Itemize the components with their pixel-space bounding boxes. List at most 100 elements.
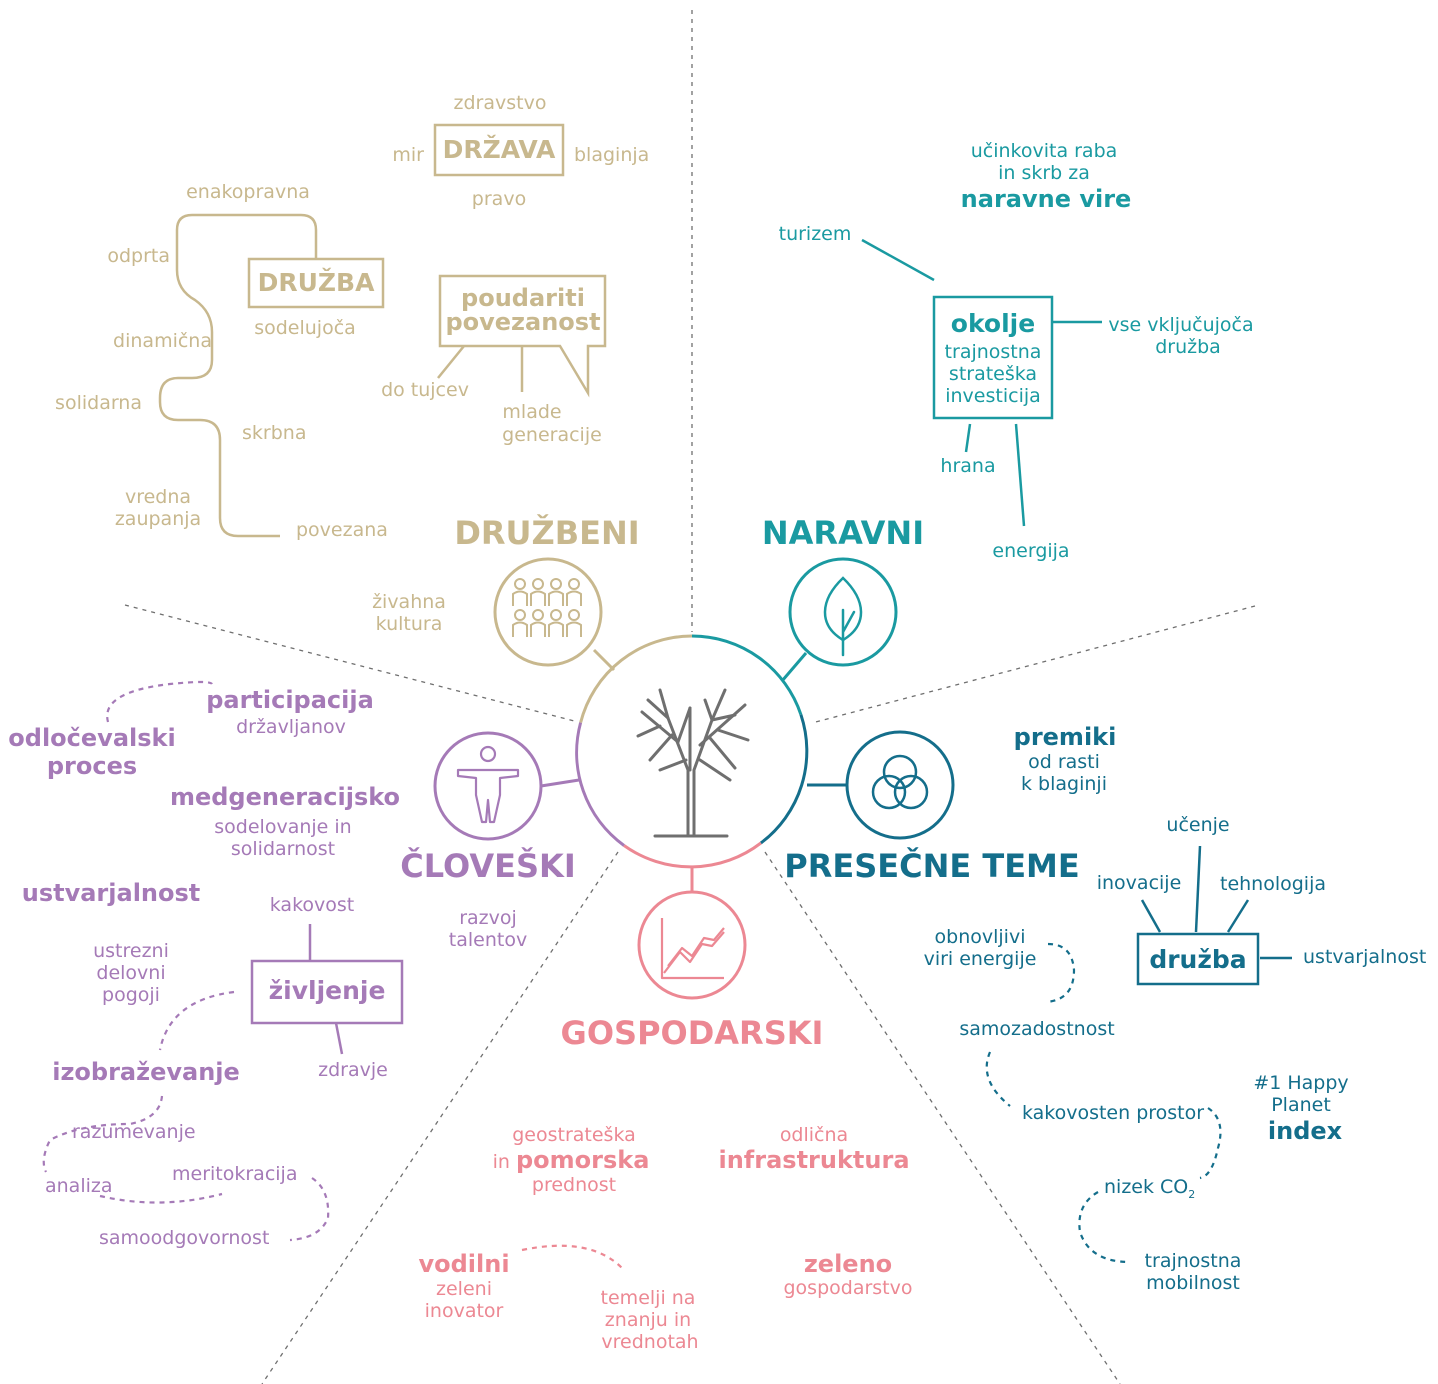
druzba-navy-box: [1136, 932, 1260, 986]
participacija-bold: participacija: [206, 686, 374, 714]
okolje-box: [932, 295, 1054, 420]
temelji-line2: znanju in: [604, 1309, 692, 1331]
adjective-chain-line: [158, 213, 318, 538]
adj-zaupanja: zaupanja: [114, 508, 202, 530]
cloveski-circle: [433, 731, 543, 841]
tree-icon: [636, 688, 750, 838]
gospodarski-title: GOSPODARSKI: [560, 1014, 824, 1052]
happy-bold: index: [1267, 1117, 1343, 1145]
drzava-box: [433, 123, 565, 177]
ring-arc-purple: [575, 722, 625, 847]
druzba-navy-label: družba: [1149, 945, 1247, 974]
obnovljivi-line1: obnovljivi: [934, 926, 1026, 948]
zivljenje-box: [250, 959, 404, 1025]
premiki-line1: od rasti: [1028, 751, 1100, 773]
okolje-label: okolje: [950, 309, 1036, 338]
spoke-cloveski: [540, 778, 580, 788]
okolje-line3: investicija: [945, 385, 1041, 407]
person-icon: [456, 745, 520, 824]
tehnologija-label: tehnologija: [1219, 873, 1327, 895]
ring-arc-pink: [623, 841, 762, 869]
culture-line2: kultura: [375, 613, 443, 635]
medgeneracijsko-bold: medgeneracijsko: [169, 783, 401, 811]
turizem-label: turizem: [778, 223, 852, 245]
inovacije-label: inovacije: [1096, 872, 1182, 894]
bubble-line2: povezanost: [445, 308, 601, 336]
zivljenje-top: kakovost: [269, 894, 355, 916]
vodilni-line2: inovator: [424, 1300, 504, 1322]
drzava-left: mir: [392, 144, 424, 166]
navy-dashed-path: [985, 942, 1222, 1264]
bubble-left: do tujcev: [381, 379, 469, 401]
ring-arc-navy: [759, 714, 809, 845]
growth-chart-icon: [660, 918, 725, 980]
drzava-top: zdravstvo: [453, 92, 547, 114]
samoodgovornost-label: samoodgovornost: [99, 1227, 270, 1249]
sector-dividers: [124, 10, 1256, 1384]
presecne-circle: [845, 730, 955, 840]
pomorska-line1: geostrateška: [512, 1124, 636, 1146]
ucenje-label: učenje: [1166, 814, 1230, 836]
happy-line2: Planet: [1271, 1094, 1331, 1116]
premiki-line2: k blaginji: [1021, 773, 1107, 795]
vodilni-line1: zeleni: [436, 1278, 492, 1300]
people-group-icon: [512, 578, 582, 637]
odlocevalski-line2: proces: [46, 752, 138, 780]
talent-line2: talentov: [448, 929, 528, 951]
ustvarjalnost-purple: ustvarjalnost: [21, 879, 201, 907]
zeleno-line1: gospodarstvo: [783, 1277, 913, 1299]
izobrazevanje-bold: izobraževanje: [52, 1058, 240, 1086]
adj-povezana: povezana: [296, 519, 388, 541]
adj-skrbna: skrbna: [242, 422, 307, 444]
temelji-line3: vrednotah: [601, 1331, 699, 1353]
cloveski-shapes: [42, 680, 404, 1242]
samozadostnost-label: samozadostnost: [959, 1018, 1115, 1040]
okolje-line2: strateška: [948, 363, 1038, 385]
inclusive-line1: vse vključujoča: [1108, 314, 1254, 336]
medgeneracijsko-line1: sodelovanje in: [214, 816, 352, 838]
meritokracija-label: meritokracija: [172, 1163, 298, 1185]
naravni-circle: [788, 557, 898, 667]
bubble-mid2: generacije: [502, 424, 602, 446]
naravni-title: NARAVNI: [761, 514, 925, 552]
culture-line1: živahna: [372, 591, 446, 613]
resources-line2: in skrb za: [998, 162, 1090, 184]
analiza-label: analiza: [45, 1175, 113, 1197]
prostor-label: kakovosten prostor: [1021, 1102, 1205, 1124]
razumevanje-label: razumevanje: [72, 1121, 196, 1143]
mobilnost-line2: mobilnost: [1146, 1272, 1240, 1294]
presecne-shapes: [985, 845, 1292, 1264]
druzba-label: DRUŽBA: [257, 268, 375, 297]
ring-arc-teal: [691, 634, 803, 716]
pogoji-line1: ustrezni: [93, 940, 169, 962]
premiki-bold: premiki: [1013, 723, 1117, 751]
pogoji-line3: pogoji: [102, 984, 160, 1006]
drzava-label: DRŽAVA: [442, 135, 556, 164]
druzbeni-shapes: [158, 123, 607, 538]
presecne-title: PRESEČNE TEME: [784, 847, 1080, 885]
pogoji-line2: delovni: [96, 962, 166, 984]
divider-bottom-left: [261, 851, 619, 1384]
purple-dashed-path: [42, 680, 330, 1242]
talent-line1: razvoj: [459, 907, 517, 929]
vodilni-bold: vodilni: [418, 1250, 510, 1278]
mobilnost-line1: trajnostna: [1144, 1250, 1242, 1272]
adj-solidarna: solidarna: [55, 392, 142, 414]
druzba-box: [247, 257, 385, 309]
interlocking-rings-icon: [871, 754, 929, 810]
druzbeni-title: DRUŽBENI: [454, 514, 640, 552]
leaf-icon: [823, 576, 863, 657]
okolje-line1: trajnostna: [944, 341, 1042, 363]
center-ring: [575, 634, 809, 869]
adj-vredna: vredna: [124, 486, 192, 508]
adj-odprta: odprta: [107, 245, 170, 267]
ring-arc-gold: [579, 634, 693, 723]
medgeneracijsko-line2: solidarnost: [230, 838, 336, 860]
infra-bold: infrastruktura: [718, 1146, 910, 1174]
inclusive-line2: družba: [1155, 336, 1221, 358]
happy-line1: #1 Happy: [1253, 1072, 1349, 1094]
pomorska-line2: in pomorska: [492, 1146, 650, 1174]
zivljenje-label: življenje: [268, 976, 386, 1005]
ustvarjalnost-navy-label: ustvarjalnost: [1303, 946, 1427, 968]
bubble-mid1: mlade: [502, 401, 562, 423]
